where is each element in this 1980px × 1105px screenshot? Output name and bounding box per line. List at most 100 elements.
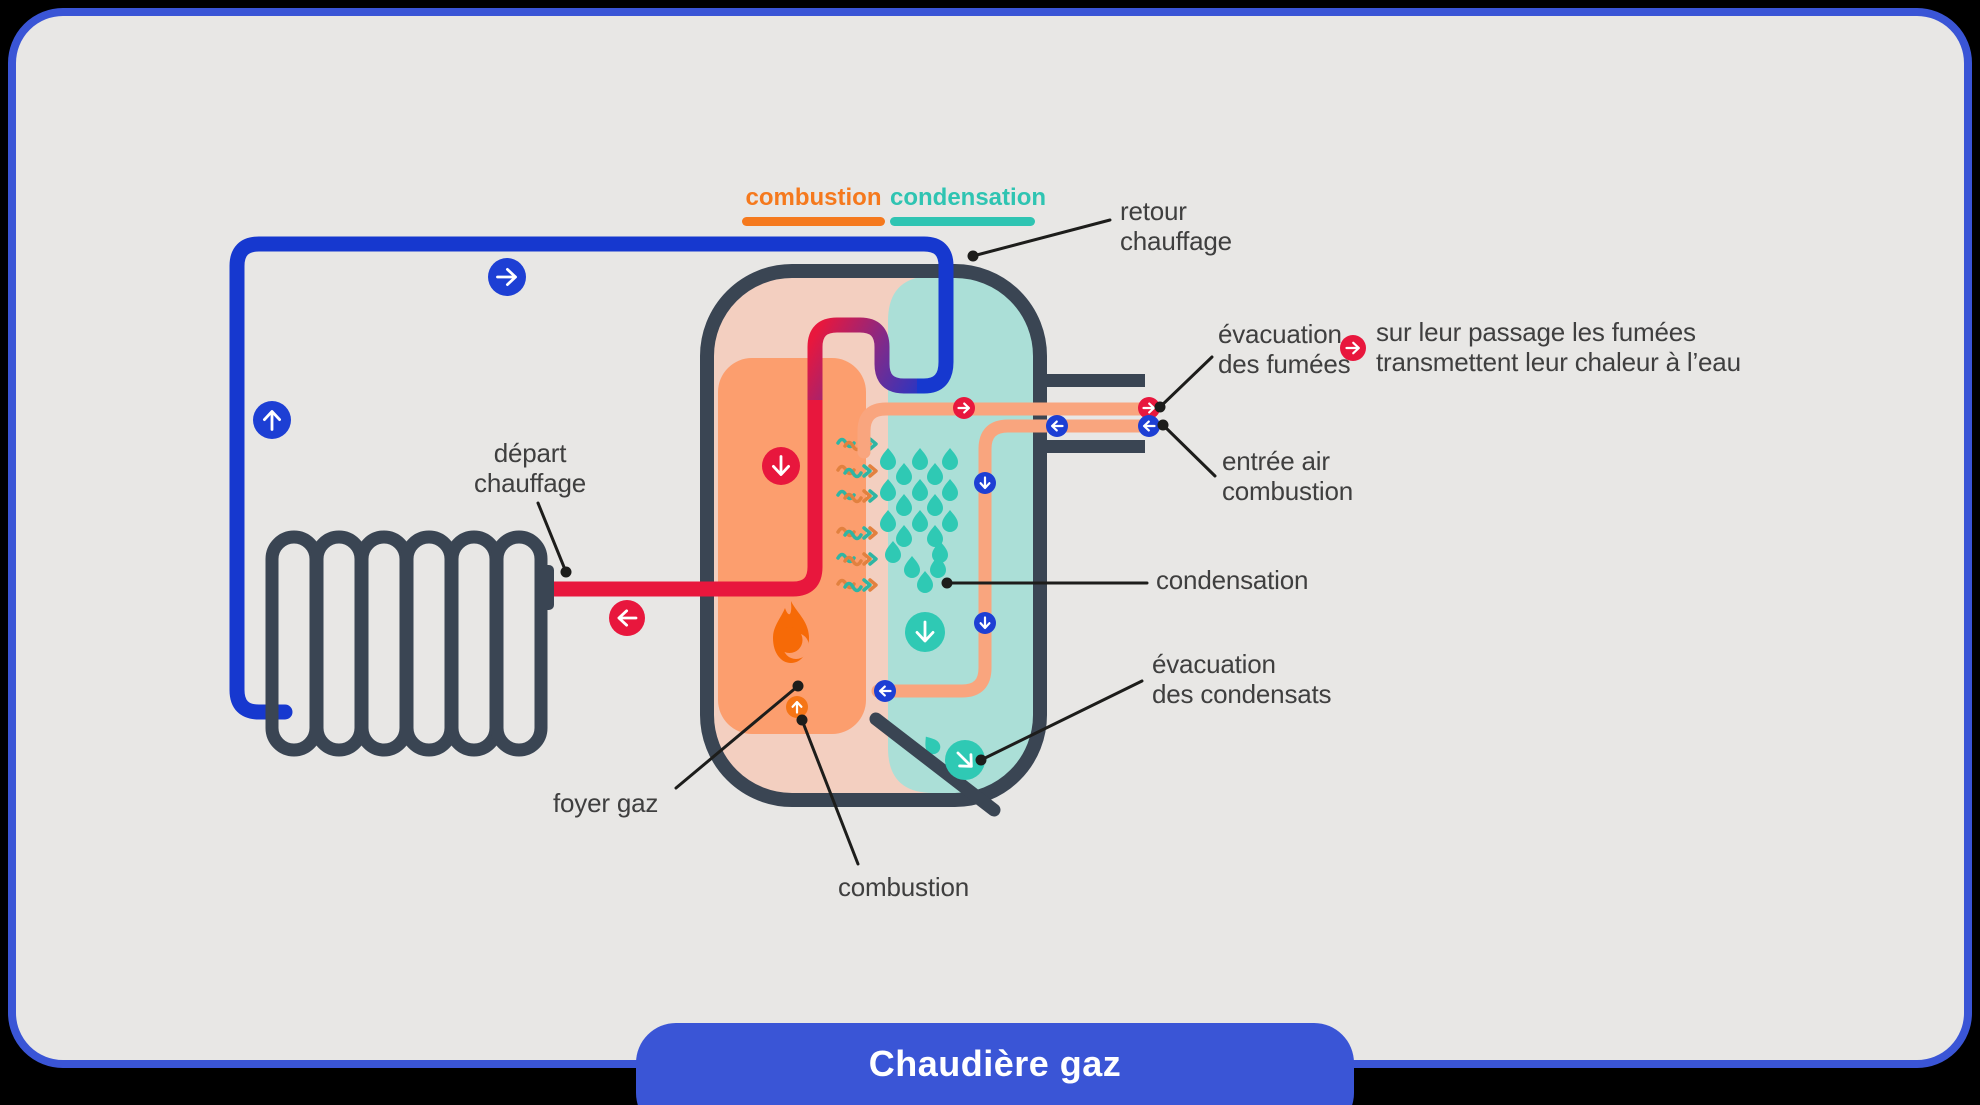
callout-line	[536, 501, 568, 574]
callout-dot	[1157, 419, 1169, 431]
callout-dot	[975, 754, 987, 766]
legend-condensation-label: condensation	[890, 184, 1047, 211]
label-line: évacuation	[1218, 319, 1342, 349]
legend-combustion-label: combustion	[745, 184, 882, 211]
return-pipe-blue	[229, 236, 954, 720]
label-line: retour	[1120, 196, 1187, 226]
flow-pipe-red	[554, 400, 823, 597]
droplet-icon	[927, 494, 943, 516]
flow-left-arrow-icon	[609, 600, 645, 636]
label-line: combustion	[1222, 476, 1353, 506]
label-line: sur leur passage les fumées	[1376, 317, 1696, 347]
radiator-coil	[310, 530, 368, 757]
droplet-icon	[917, 571, 933, 593]
label-entree-air-combustion: entrée air combustion	[1222, 446, 1353, 506]
label-evacuation-fumees: évacuation des fumées	[1218, 319, 1351, 379]
legend-condensation-bar	[890, 217, 1035, 226]
radiator-coil	[400, 530, 458, 757]
title-badge: Chaudière gaz	[636, 1023, 1354, 1105]
label-note-fumees: sur leur passage les fumées transmettent…	[1376, 317, 1741, 377]
callout-line	[971, 218, 1112, 258]
air-left-arrow-icon	[874, 680, 896, 702]
legend-combustion-bar	[742, 217, 885, 226]
label-condensation: condensation	[1156, 565, 1309, 595]
burner-up-arrow-icon	[786, 696, 808, 718]
droplet-icon	[932, 541, 948, 563]
air-entry-arrow-icon	[1138, 415, 1160, 437]
flue-down-arrow-icon	[762, 447, 800, 485]
callout-line	[674, 684, 800, 790]
label-depart-chauffage: départ chauffage	[430, 438, 630, 498]
air-down2-arrow-icon	[974, 612, 996, 634]
wavy-arrow-icon	[836, 464, 878, 479]
droplet-icon	[912, 510, 928, 532]
droplet-icon	[885, 541, 901, 563]
label-line: entrée air	[1222, 446, 1330, 476]
flue-duct-top	[1040, 374, 1145, 387]
callout-dot	[941, 577, 953, 589]
label-retour-chauffage: retour chauffage	[1120, 196, 1232, 256]
droplet-icon	[912, 479, 928, 501]
label-line: des condensats	[1152, 679, 1332, 709]
callout-line	[979, 679, 1144, 762]
flue-duct-bottom	[1040, 440, 1145, 453]
wavy-arrow-icon	[836, 489, 878, 504]
droplet-icon	[925, 736, 941, 755]
flue-exhaust-pipe	[857, 402, 1159, 459]
label-line: départ	[493, 438, 567, 468]
air-in-arrow-icon	[1046, 415, 1068, 437]
label-line: chauffage	[474, 468, 586, 498]
droplet-icon	[942, 510, 958, 532]
return-right-arrow-icon	[488, 258, 526, 296]
droplet-icon	[904, 556, 920, 578]
callout-line	[800, 718, 860, 866]
condensate-out-arrow-icon	[945, 740, 985, 780]
label-line: chauffage	[1120, 226, 1232, 256]
callout-dot	[796, 714, 808, 726]
air-intake-pipe	[871, 419, 1159, 698]
droplet-icon	[880, 510, 896, 532]
droplet-icon	[896, 463, 912, 485]
label-line: transmettent leur chaleur à l’eau	[1376, 347, 1741, 377]
label-evacuation-condensats: évacuation des condensats	[1152, 649, 1332, 709]
radiator-coil	[490, 530, 548, 757]
droplet-icon	[942, 479, 958, 501]
label-line: évacuation	[1152, 649, 1276, 679]
label-foyer-gaz: foyer gaz	[553, 788, 659, 818]
flue-out-arrow-icon	[953, 397, 975, 419]
flame-icon	[773, 601, 809, 663]
label-line: des fumées	[1218, 349, 1351, 379]
heat-exchanger-pipe	[807, 317, 917, 404]
label-combustion: combustion	[838, 872, 969, 902]
boiler-wall	[700, 264, 1047, 807]
radiator-coil	[445, 530, 503, 757]
radiator-coil	[355, 530, 413, 757]
callout-line	[1161, 423, 1217, 478]
wavy-arrow-icon	[836, 526, 878, 541]
droplet-icon	[942, 448, 958, 470]
droplet-icon	[927, 463, 943, 485]
wavy-arrow-icon	[836, 552, 878, 567]
droplet-icon	[896, 525, 912, 547]
droplet-icon	[880, 448, 896, 470]
droplet-icon	[880, 479, 896, 501]
note-bullet-arrow-icon	[1340, 335, 1366, 361]
combustion-chamber	[718, 358, 866, 734]
droplet-icon	[930, 556, 946, 578]
callout-dot	[967, 250, 979, 262]
callout-dot	[792, 680, 804, 692]
wavy-arrow-icon	[836, 578, 878, 593]
radiator-valve	[538, 565, 554, 610]
droplet-icon	[912, 448, 928, 470]
droplet-icon	[927, 525, 943, 547]
callout-dot	[560, 566, 572, 578]
callout-line	[1158, 355, 1214, 409]
droplet-icon	[896, 494, 912, 516]
air-down-arrow-icon	[974, 472, 996, 494]
callout-dot	[1154, 401, 1166, 413]
condense-down-arrow-icon	[905, 612, 945, 652]
return-up-arrow-icon	[253, 401, 291, 439]
flue-exit-arrow-icon	[1138, 397, 1160, 419]
